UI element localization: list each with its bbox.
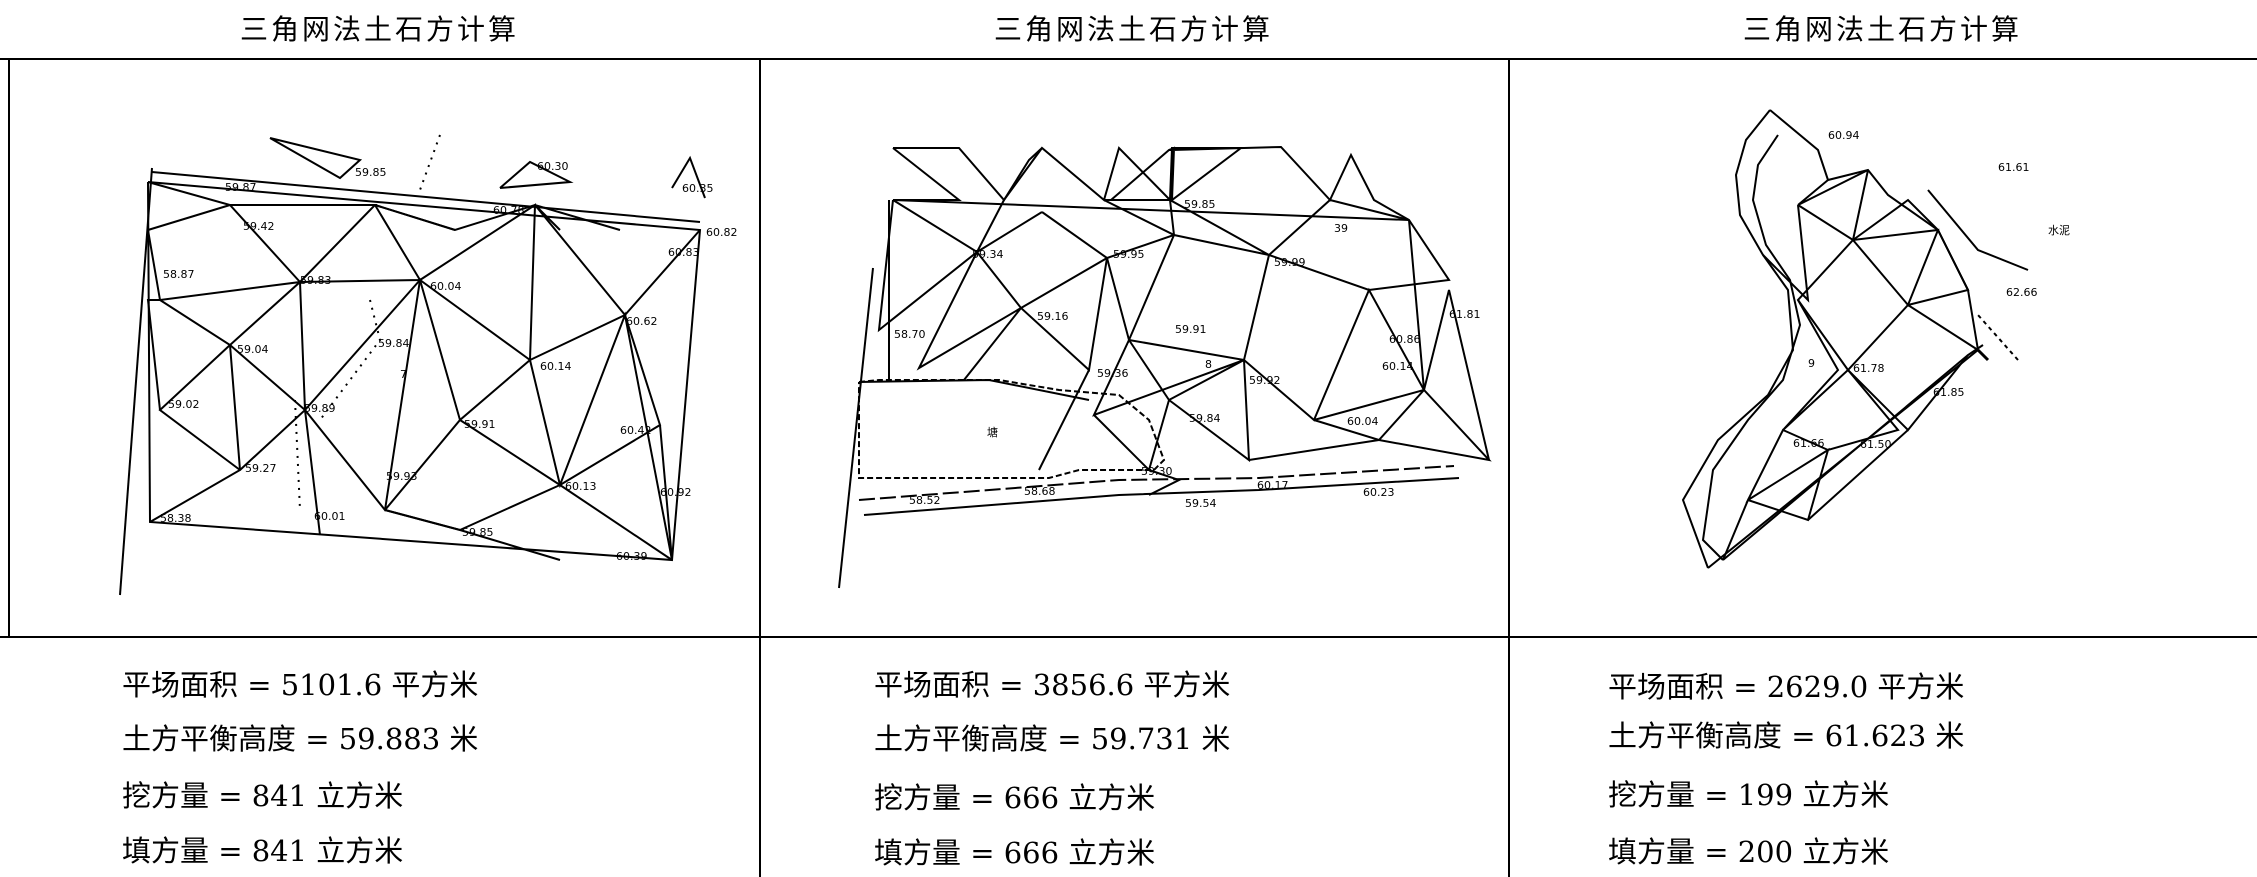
panel-2: 三角网法土石方计算 59.85 39 59.34 [759, 0, 1508, 877]
elevation-label: 59.91 [1175, 323, 1207, 336]
elevation-label: 59.27 [245, 462, 277, 475]
table-middle-border [0, 636, 2257, 638]
fill-volume-stat: 填方量 = 666 立方米 [874, 836, 1156, 870]
cut-volume-stat: 挖方量 = 199 立方米 [1608, 778, 1890, 812]
elevation-label: 59.02 [168, 398, 200, 411]
elevation-label: 59.92 [1249, 374, 1281, 387]
elevation-label: 39 [1334, 222, 1348, 235]
panel-title: 三角网法土石方计算 [1742, 13, 2022, 46]
elevation-label: 60.94 [1828, 129, 1860, 142]
elevation-label: 61.50 [1860, 438, 1892, 451]
elevation-label: 60.86 [1389, 333, 1421, 346]
area-stat: 平场面积 = 2629.0 平方米 [1608, 670, 1965, 704]
balance-height-stat: 土方平衡高度 = 61.623 米 [1608, 719, 1965, 753]
elevation-label: 59.42 [243, 220, 275, 233]
elevation-label: 62.66 [2006, 286, 2038, 299]
elevation-label: 60.23 [1363, 486, 1395, 499]
elevation-label: 58.70 [894, 328, 926, 341]
elevation-label: 60.42 [620, 424, 652, 437]
elevation-label: 60.39 [616, 550, 648, 563]
elevation-label: 60.13 [565, 480, 597, 493]
area-stat: 平场面积 = 5101.6 平方米 [122, 668, 479, 702]
elevation-label: 60.17 [1257, 479, 1289, 492]
elevation-label: 58.38 [160, 512, 192, 525]
elevation-label: 59.84 [378, 337, 410, 350]
elevation-label: 59.91 [464, 418, 496, 431]
elevation-label: 60.83 [668, 246, 700, 259]
area-stat: 平场面积 = 3856.6 平方米 [874, 668, 1231, 702]
panel-3: 三角网法土石方计算 60.94 61.61 62.66 61.78 61.85 … [1508, 0, 2257, 877]
table-top-border [0, 58, 2257, 60]
elevation-label: 58.68 [1024, 485, 1056, 498]
elevation-label: 59.99 [1274, 256, 1306, 269]
column-divider-1 [759, 58, 761, 877]
elevation-label: 59.34 [972, 248, 1004, 261]
elevation-label: 58.87 [163, 268, 195, 281]
elevation-label: 60.14 [540, 360, 572, 373]
elevation-label: 59.84 [1189, 412, 1221, 425]
elevation-label: 60.78 [493, 204, 525, 217]
cut-volume-stat: 挖方量 = 841 立方米 [122, 779, 404, 813]
elevation-label: 60.92 [660, 486, 692, 499]
fill-volume-stat: 填方量 = 200 立方米 [1608, 835, 1890, 869]
elevation-label: 61.81 [1449, 308, 1481, 321]
fill-volume-stat: 填方量 = 841 立方米 [122, 834, 404, 868]
elevation-label: 59.30 [1141, 465, 1173, 478]
plot-number: 8 [1205, 358, 1212, 371]
elevation-label: 60.01 [314, 510, 346, 523]
elevation-label: 60.04 [1347, 415, 1379, 428]
balance-height-stat: 土方平衡高度 = 59.883 米 [122, 722, 479, 756]
elevation-label: 61.66 [1793, 437, 1825, 450]
elevation-label: 61.61 [1998, 161, 2030, 174]
triangulation-map-3: 60.94 61.61 62.66 61.78 61.85 61.50 61.6… [1681, 109, 2070, 569]
panel-1: 三角网法土石方计算 59.85 60.30 [0, 0, 759, 877]
pond-label: 塘 [987, 425, 998, 439]
elevation-label: 59.95 [1113, 248, 1145, 261]
cut-volume-stat: 挖方量 = 666 立方米 [874, 781, 1156, 815]
plot-number: 7 [400, 368, 407, 381]
elevation-label: 60.04 [430, 280, 462, 293]
triangulation-map-1: 59.85 60.30 60.35 59.87 60.78 59.42 60.8… [119, 134, 738, 596]
balance-height-stat: 土方平衡高度 = 59.731 米 [874, 722, 1231, 756]
plot-number: 9 [1808, 357, 1815, 370]
elevation-label: 59.54 [1185, 497, 1217, 510]
elevation-label: 59.36 [1097, 367, 1129, 380]
column-left-edge [8, 58, 10, 638]
elevation-label: 58.52 [909, 494, 941, 507]
panel-title: 三角网法土石方计算 [993, 13, 1273, 46]
elevation-label: 59.87 [225, 181, 257, 194]
elevation-label: 59.89 [304, 402, 336, 415]
elevation-label: 60.30 [537, 160, 569, 173]
elevation-label: 59.85 [462, 526, 494, 539]
column-divider-2 [1508, 58, 1510, 877]
elevation-label: 59.85 [355, 166, 387, 179]
elevation-label: 60.35 [682, 182, 714, 195]
elevation-label: 60.62 [626, 315, 658, 328]
elevation-label: 59.83 [300, 274, 332, 287]
elevation-label: 61.78 [1853, 362, 1885, 375]
elevation-label: 59.16 [1037, 310, 1069, 323]
elevation-label: 59.85 [1184, 198, 1216, 211]
elevation-label: 61.85 [1933, 386, 1965, 399]
elevation-label: 59.04 [237, 343, 269, 356]
elevation-label: 60.82 [706, 226, 738, 239]
triangulation-map-2: 59.85 39 59.34 59.95 59.99 61.81 59.16 5… [838, 145, 1492, 589]
panel-title: 三角网法土石方计算 [239, 13, 519, 46]
elevation-label: 59.93 [386, 470, 418, 483]
elevation-label: 60.14 [1382, 360, 1414, 373]
cement-label: 水泥 [2048, 224, 2070, 237]
